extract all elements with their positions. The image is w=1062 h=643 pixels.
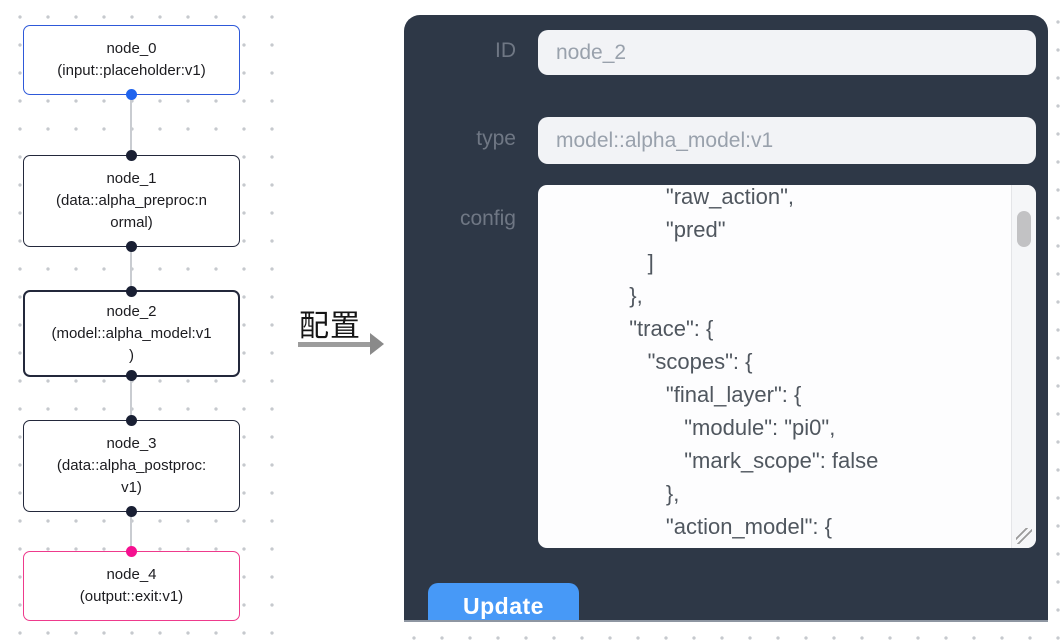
node-config-panel: ID type config "raw_action", "pred" ] },… <box>404 15 1048 622</box>
node-label: node_2 <box>106 302 157 320</box>
id-field-label: ID <box>495 39 516 62</box>
resize-handle-icon[interactable] <box>1016 528 1032 544</box>
input-port[interactable] <box>126 150 137 161</box>
scrollbar-track[interactable] <box>1011 185 1036 548</box>
config-textarea[interactable]: "raw_action", "pred" ] }, "trace": { "sc… <box>538 185 1036 548</box>
edge-line <box>130 95 132 156</box>
output-port[interactable] <box>126 506 137 517</box>
scrollbar-thumb[interactable] <box>1017 211 1031 247</box>
flow-node-node_3[interactable]: node_3 (data::alpha_postproc: v1) <box>23 415 240 517</box>
node-label: ) <box>129 346 134 364</box>
node-label: node_4 <box>106 566 157 583</box>
node-label: (data::alpha_preproc:n <box>56 192 207 209</box>
node-label: v1) <box>121 479 142 496</box>
output-port[interactable] <box>126 370 137 381</box>
config-json-text: "raw_action", "pred" ] }, "trace": { "sc… <box>629 185 879 539</box>
node-label: node_0 <box>106 40 157 57</box>
type-input[interactable] <box>538 117 1036 164</box>
node-label: node_3 <box>106 435 157 452</box>
flow-node-node_0[interactable]: node_0 (input::placeholder:v1) <box>23 25 240 100</box>
node-label: (model::alpha_model:v1 <box>51 324 212 342</box>
node-label: node_1 <box>106 170 157 187</box>
output-port[interactable] <box>126 89 137 100</box>
arrow-icon <box>370 333 384 355</box>
type-field-label: type <box>476 127 516 150</box>
update-button[interactable]: Update <box>428 583 579 620</box>
config-field-label: config <box>459 207 516 230</box>
edge-line <box>130 511 132 552</box>
node-label: ormal) <box>110 214 153 231</box>
flow-canvas[interactable]: node_0 (input::placeholder:v1) node_1 (d… <box>0 0 292 643</box>
input-port[interactable] <box>126 286 137 297</box>
node-label: (output::exit:v1) <box>79 588 184 605</box>
id-input[interactable] <box>538 30 1036 75</box>
arrow-icon <box>298 342 371 347</box>
flow-node-node_2-selected[interactable]: node_2 (model::alpha_model:v1 ) <box>23 286 240 381</box>
input-port[interactable] <box>126 415 137 426</box>
edge-line <box>130 376 132 421</box>
edge-line <box>130 246 132 291</box>
config-annotation-label: 配置 <box>299 310 361 343</box>
flow-node-node_1[interactable]: node_1 (data::alpha_preproc:n ormal) <box>23 150 240 252</box>
flow-node-node_4[interactable]: node_4 (output::exit:v1) <box>23 546 240 621</box>
node-label: (data::alpha_postproc: <box>56 457 207 474</box>
node-label: (input::placeholder:v1) <box>57 62 206 79</box>
output-port[interactable] <box>126 241 137 252</box>
input-port[interactable] <box>126 546 137 557</box>
